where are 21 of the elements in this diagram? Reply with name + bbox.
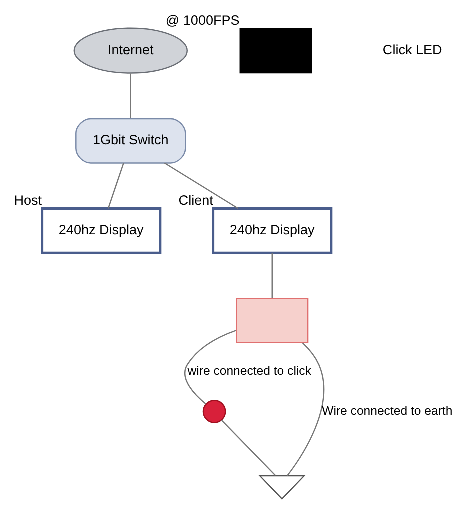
label: Click LED	[382, 42, 442, 57]
node-box	[240, 28, 312, 74]
node-box	[236, 297, 309, 343]
node-circle	[202, 400, 226, 423]
edge-label: wire connected to click	[188, 363, 312, 378]
connector	[164, 162, 239, 209]
node-label: Host	[14, 192, 42, 208]
connector	[287, 342, 325, 476]
connector	[108, 162, 124, 208]
node-box: 240hz Display	[41, 207, 162, 254]
node-box: 1Gbit Switch	[76, 118, 186, 164]
node-box: 240hz Display	[212, 207, 333, 254]
connector	[184, 329, 237, 404]
edge-label: Wire connected to earth	[322, 403, 453, 418]
connector	[130, 73, 132, 118]
connector	[272, 252, 273, 298]
node-ellipse: Internet	[74, 27, 188, 74]
node-label: Client	[178, 192, 214, 208]
connector	[221, 419, 276, 476]
node-ground	[258, 474, 306, 500]
node-label: @ 1000FPS	[166, 12, 240, 28]
